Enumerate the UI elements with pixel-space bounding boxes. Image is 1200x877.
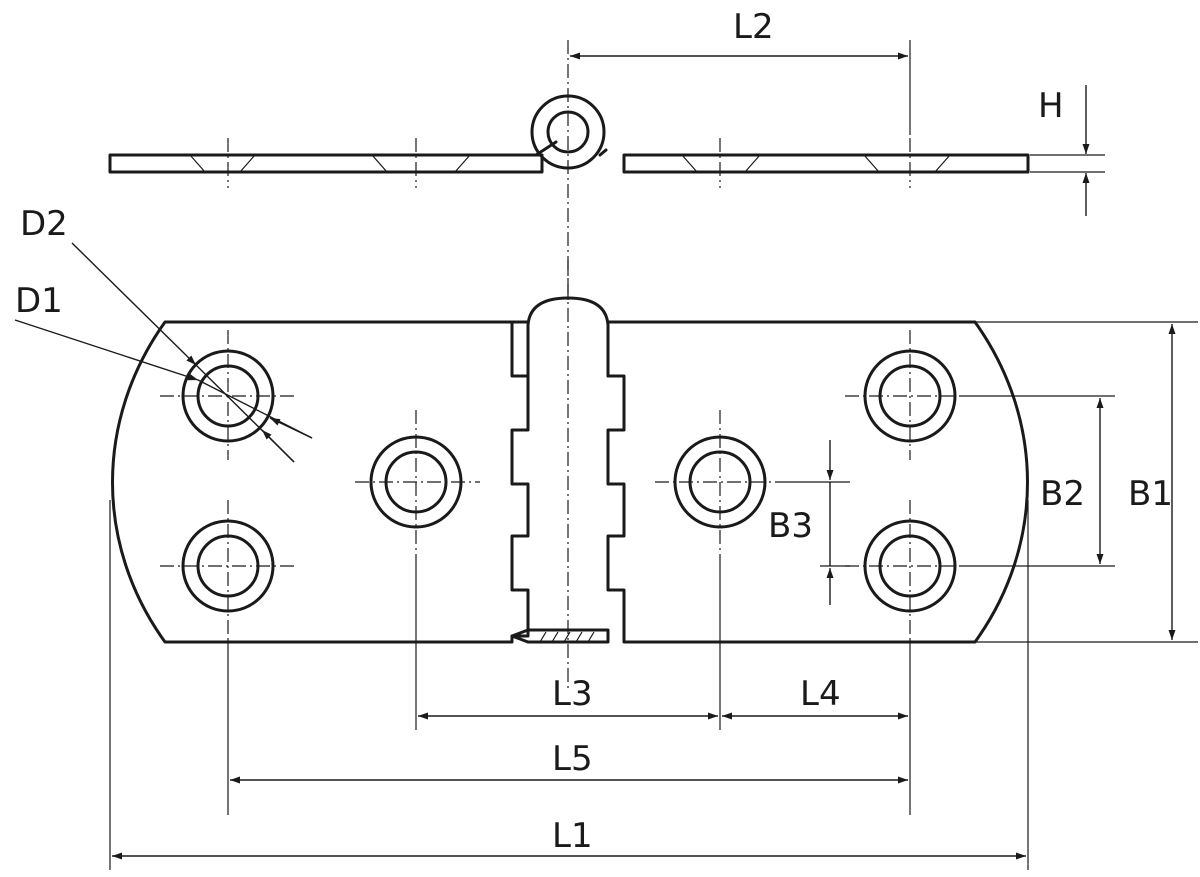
dim-label-B1: B1 bbox=[1128, 474, 1173, 514]
top-view: D2 D1 B1 B2 B3 bbox=[14, 204, 1198, 690]
right-leaf bbox=[606, 320, 1029, 644]
dim-label-B3: B3 bbox=[768, 506, 813, 546]
dim-label-L4: L4 bbox=[800, 674, 841, 714]
left-leaf bbox=[111, 320, 530, 644]
dim-label-L3: L3 bbox=[552, 674, 593, 714]
side-view: H L2 bbox=[108, 7, 1105, 300]
dim-label-D2: D2 bbox=[20, 204, 68, 244]
dim-label-D1: D1 bbox=[15, 281, 63, 321]
dim-label-H: H bbox=[1038, 86, 1064, 126]
dim-label-L1: L1 bbox=[552, 816, 593, 856]
dim-label-L2: L2 bbox=[733, 7, 774, 47]
length-dimensions: L3 L4 L5 L1 bbox=[109, 500, 1029, 870]
dim-label-B2: B2 bbox=[1040, 474, 1085, 514]
dim-label-L5: L5 bbox=[552, 739, 593, 779]
